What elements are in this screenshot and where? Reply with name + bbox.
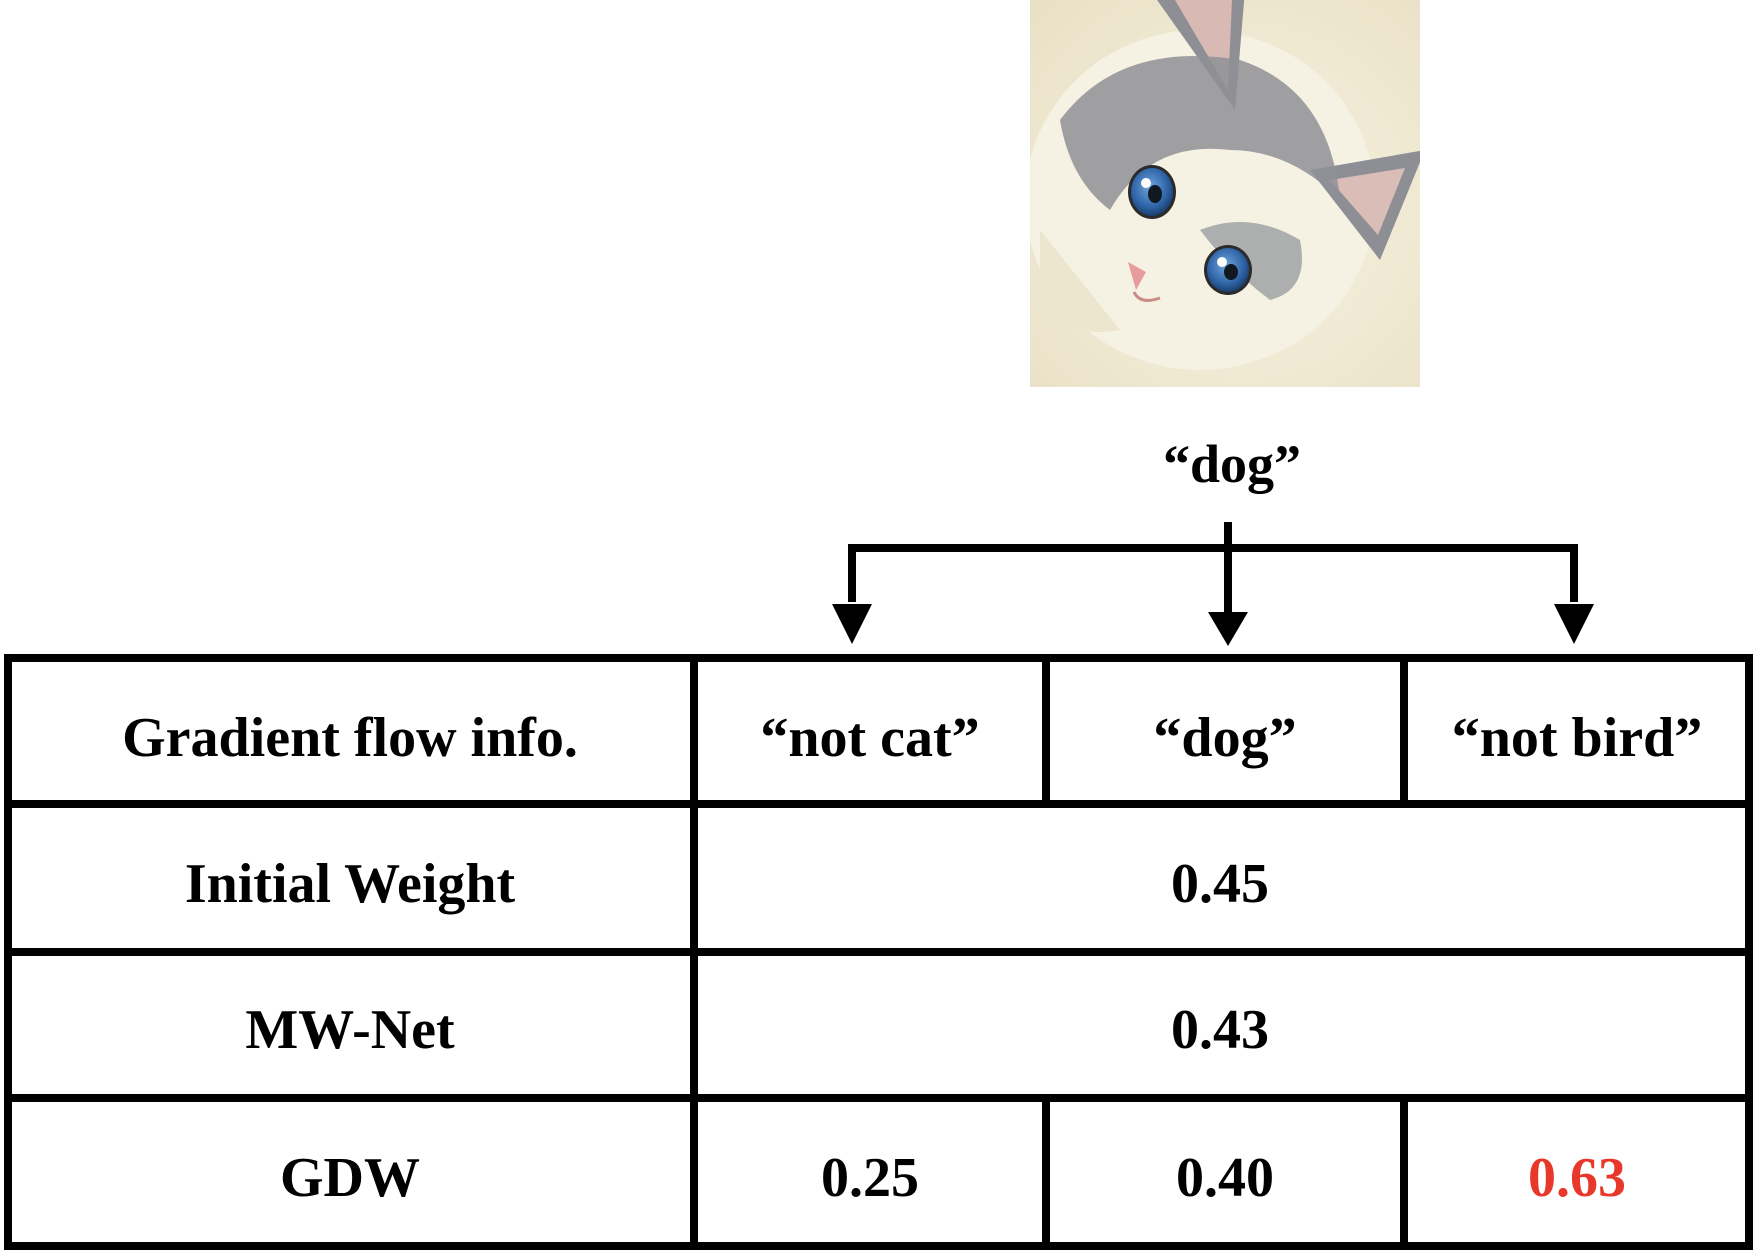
arrowhead-not-bird	[1554, 604, 1594, 644]
row-label-mw-net: MW-Net	[245, 999, 455, 1061]
branch-arrows	[848, 522, 1578, 612]
table-header-row: Gradient flow info. “not cat” “dog” “not…	[122, 707, 1702, 769]
value-mw-net: 0.43	[1171, 999, 1269, 1061]
table-row-mw-net: MW-Net 0.43	[245, 999, 1269, 1061]
row-label-initial-weight: Initial Weight	[185, 853, 516, 915]
header-class-dog: “dog”	[1153, 707, 1296, 769]
kitten-photo	[1030, 0, 1420, 387]
value-gdw-not-bird: 0.63	[1528, 1147, 1626, 1209]
arrowhead-not-cat	[832, 604, 872, 644]
table-row-gdw: GDW 0.25 0.40 0.63	[280, 1147, 1626, 1209]
table-row-initial-weight: Initial Weight 0.45	[185, 853, 1269, 915]
arrowheads	[832, 604, 1594, 646]
value-gdw-dog: 0.40	[1176, 1147, 1274, 1209]
header-row-label: Gradient flow info.	[122, 707, 578, 769]
image-label: “dog”	[1163, 434, 1301, 494]
value-gdw-not-cat: 0.25	[821, 1147, 919, 1209]
header-class-not-cat: “not cat”	[760, 707, 979, 769]
value-initial-weight: 0.45	[1171, 853, 1269, 915]
results-table	[4, 654, 1753, 1250]
arrowhead-dog	[1208, 612, 1248, 646]
header-class-not-bird: “not bird”	[1452, 707, 1703, 769]
row-label-gdw: GDW	[280, 1147, 420, 1209]
